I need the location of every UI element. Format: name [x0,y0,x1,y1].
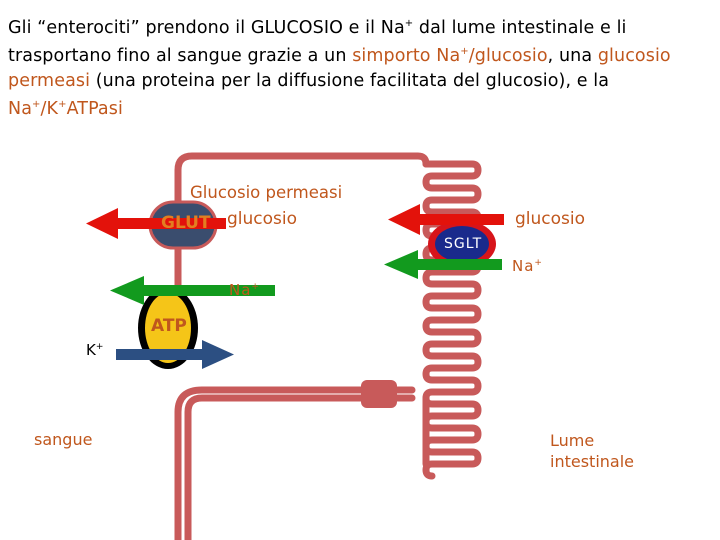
sglt-symporter [428,220,496,268]
title: Gli “enterociti” prendono il GLUCOSIO e … [8,17,671,119]
glut-label: GLUT [161,213,211,233]
potassium-arrow-right [116,340,234,369]
cell-membrane [174,386,416,540]
microvilli [422,160,482,480]
brush-border [422,160,482,480]
na-right-label: Na+ [512,257,543,275]
atp-label: ATP [151,316,187,336]
na-left-label: Na+ [229,281,260,299]
na-k-atpase-pump [138,287,198,369]
lumen-label: Lume intestinale [550,431,634,471]
cell-membrane-top [174,152,430,304]
sodium-arrow-left [110,276,275,305]
sodium-arrow-apical [384,250,502,279]
glucose-arrow-apical [388,204,504,235]
permease-label: Glucosio permeasi [190,183,343,202]
sglt-label: SGLT [444,236,483,252]
glucose-right-label: glucosio [515,209,586,229]
glucose-left-label: glucosio [227,209,298,229]
blood-label: sangue [34,430,93,449]
k-label: K+ [86,341,104,359]
glucose-arrow-left [86,208,226,239]
tight-junction [361,380,397,408]
